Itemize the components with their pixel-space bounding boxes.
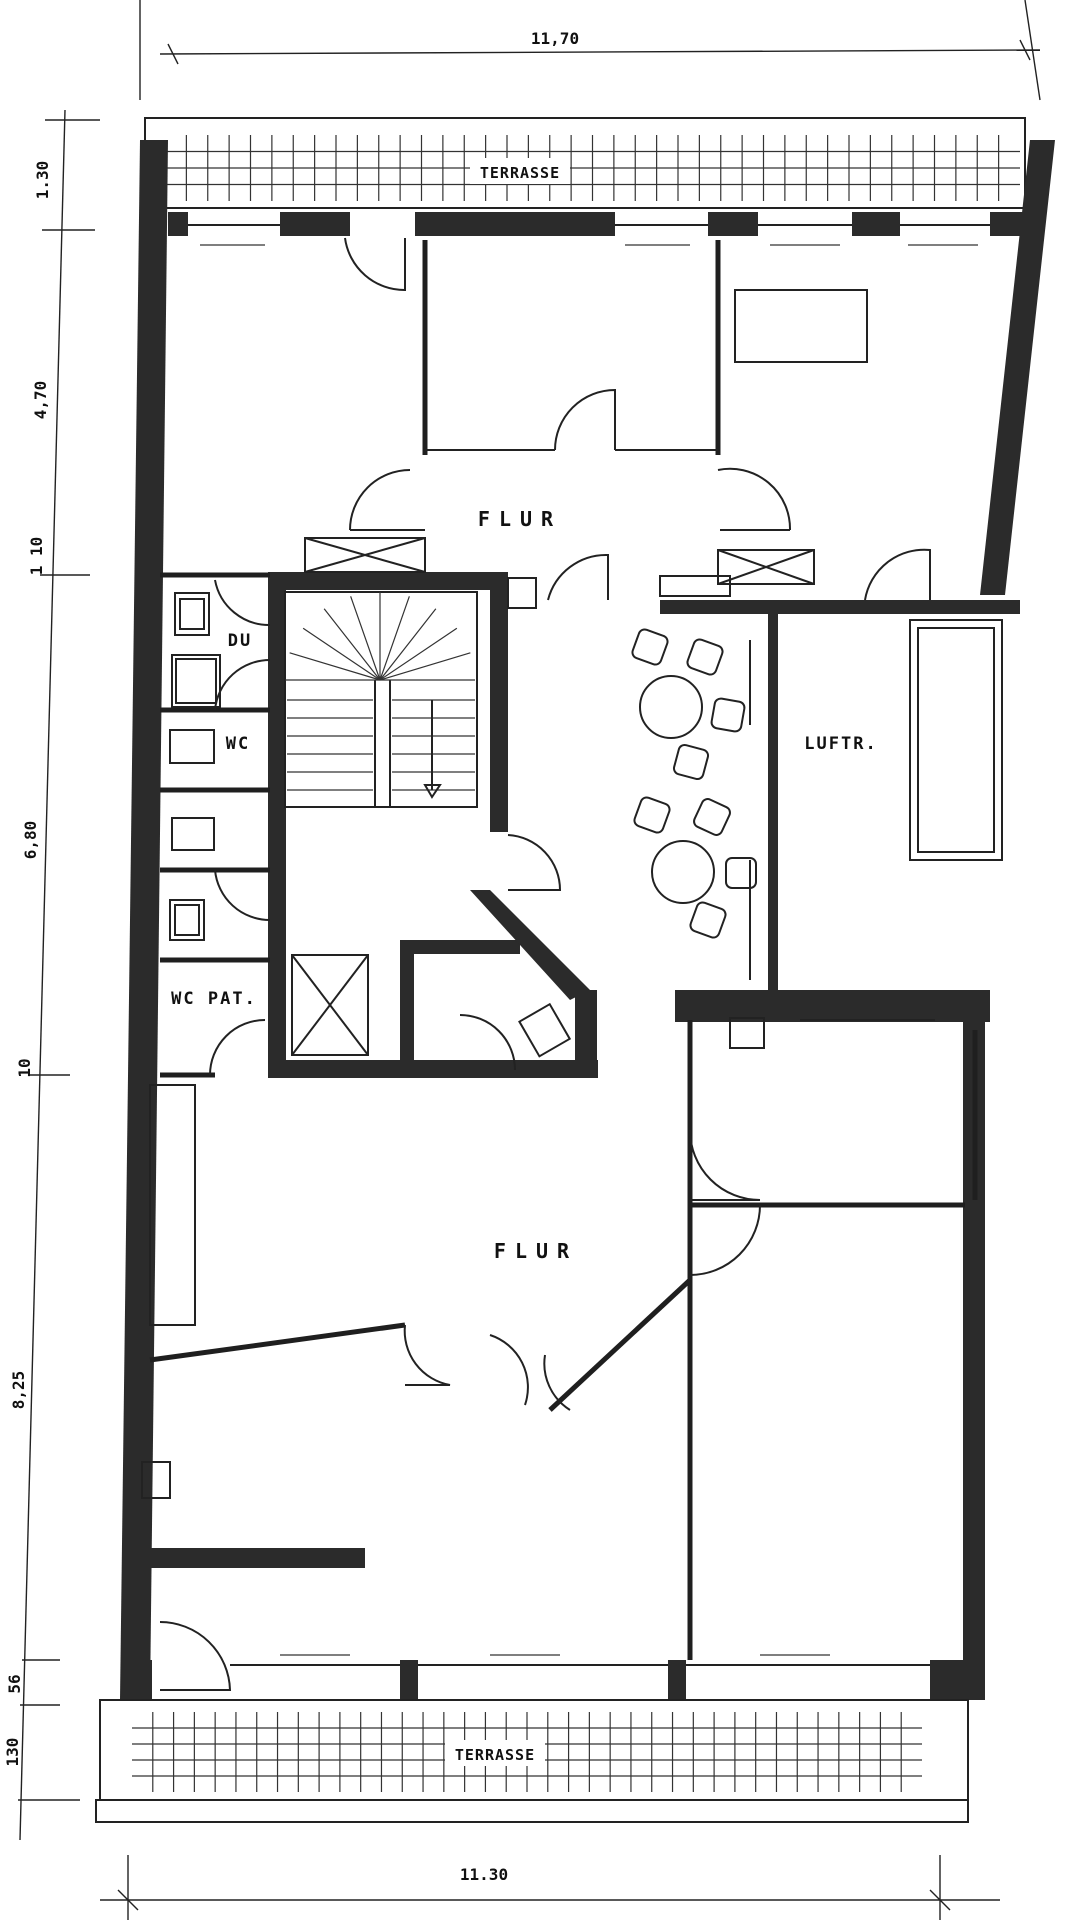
elevator xyxy=(291,954,369,1056)
luftr-label: LUFTR. xyxy=(804,734,877,754)
shafts xyxy=(304,537,815,609)
flur-upper-label: FLUR xyxy=(478,507,562,531)
top-terrace: TERRASSE xyxy=(144,117,1026,209)
room-labels: FLUR FLUR DU WC WC PAT. LUFTR. xyxy=(171,507,877,1263)
staircase xyxy=(284,591,478,808)
doors xyxy=(159,237,931,1691)
flur-lower-label: FLUR xyxy=(494,1239,578,1263)
left-dimension: 1.30 4,70 1 10 6,80 10 8,25 56 130 xyxy=(3,109,100,1841)
bottom-dimension: 11.30 xyxy=(100,1855,1000,1920)
side-dim-8: 130 xyxy=(3,1738,22,1767)
terrace-bottom-label: TERRASSE xyxy=(455,1746,535,1764)
side-dim-5: 10 xyxy=(15,1058,34,1077)
side-dim-6: 8,25 xyxy=(9,1371,28,1410)
side-dim-4: 6,80 xyxy=(21,821,40,860)
bottom-terrace: TERRASSE xyxy=(95,1699,969,1823)
dining-furniture xyxy=(631,628,757,980)
outer-walls xyxy=(120,140,1055,1700)
du-label: DU xyxy=(228,631,252,651)
stair-steps xyxy=(285,592,475,791)
side-dim-7: 56 xyxy=(5,1674,24,1693)
terrace-top-label: TERRASSE xyxy=(480,164,560,182)
top-dimension: 11,70 xyxy=(139,0,1041,101)
wc-pat-label: WC PAT. xyxy=(171,989,257,1009)
side-dim-3: 1 10 xyxy=(27,537,46,576)
side-dim-1: 1.30 xyxy=(33,161,52,200)
bottom-width-label: 11.30 xyxy=(460,1865,508,1884)
top-terrace-grid xyxy=(165,135,1020,201)
fixtures xyxy=(141,289,1003,1499)
wc-label: WC xyxy=(226,734,250,754)
top-width-label: 11,70 xyxy=(531,29,579,48)
interior-walls xyxy=(140,240,1020,1660)
side-dim-2: 4,70 xyxy=(31,381,50,420)
